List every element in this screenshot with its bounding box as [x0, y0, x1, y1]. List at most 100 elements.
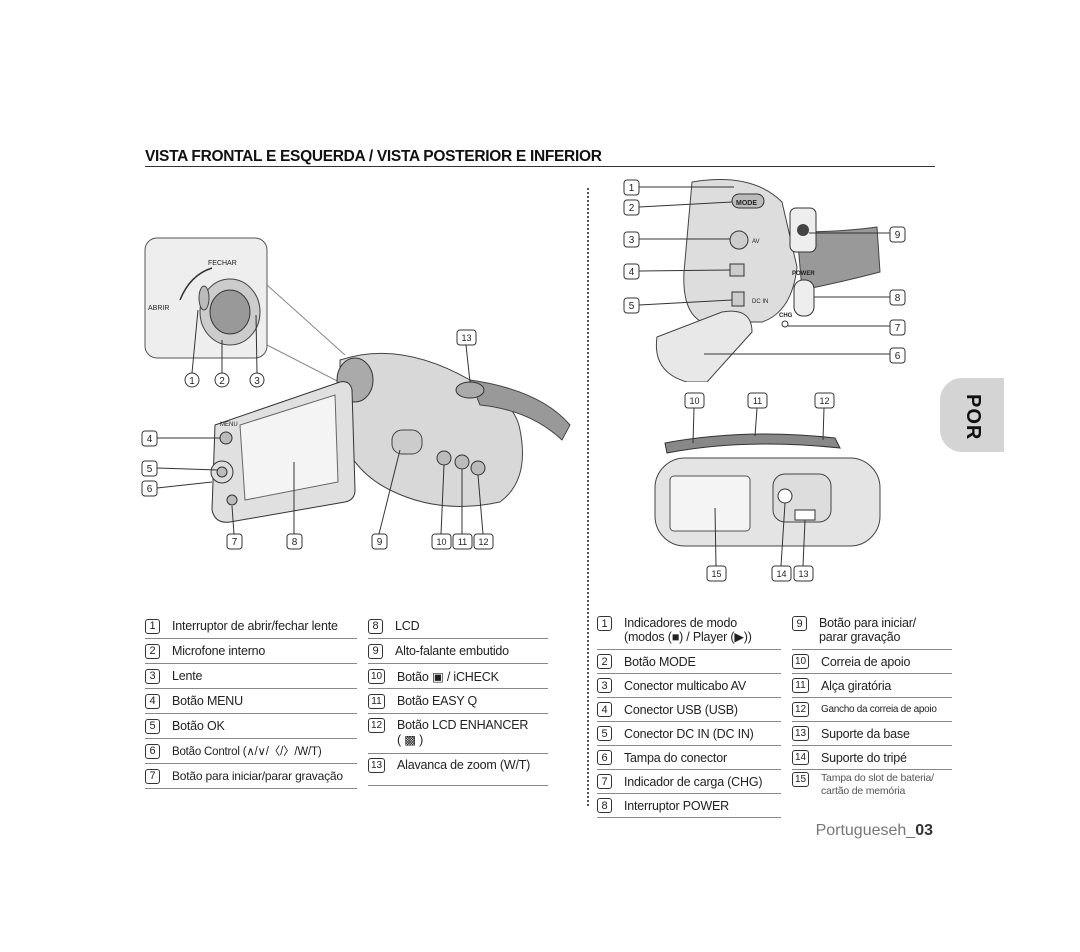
- table-row: 3 Lente: [145, 664, 357, 689]
- dc-in-label: DC IN: [752, 299, 768, 305]
- item-label-line2: parar gravação: [819, 630, 901, 644]
- svg-text:11: 11: [458, 537, 467, 547]
- item-label: Indicadores de modo(modos (■) / Player (…: [624, 616, 752, 644]
- item-label: Lente: [172, 669, 203, 683]
- item-number: 4: [597, 702, 612, 717]
- svg-text:1: 1: [189, 376, 195, 387]
- power-switch: [793, 279, 815, 317]
- svg-text:3: 3: [254, 376, 260, 387]
- svg-text:8: 8: [895, 293, 901, 304]
- item-label: Botão ▣ / iCHECK: [397, 669, 499, 684]
- item-label: Microfone interno: [172, 644, 266, 658]
- item-number: 14: [792, 750, 809, 765]
- item-label: Alto-falante embutido: [395, 644, 509, 658]
- item-number: 13: [792, 726, 809, 741]
- svg-text:6: 6: [147, 484, 153, 495]
- chg-led: [781, 320, 789, 328]
- mode-button: [731, 193, 765, 209]
- tripod-area: [772, 473, 832, 523]
- footer-text: Portugueseh_: [815, 822, 916, 839]
- base-support: [794, 509, 816, 521]
- lens-glass: [209, 289, 251, 335]
- easy-q-button: [454, 454, 470, 470]
- item-number: 11: [368, 693, 385, 709]
- svg-text:12: 12: [819, 396, 829, 406]
- av-label: AV: [752, 239, 760, 245]
- item-label-line1: Tampa do slot de bateria/: [821, 772, 934, 784]
- item-label: Correia de apoio: [821, 654, 911, 669]
- item-label: Alça giratória: [821, 678, 892, 693]
- svg-text:8: 8: [292, 537, 298, 548]
- lcd-screen: [239, 394, 339, 501]
- item-label: Tampa do conector: [624, 750, 727, 765]
- svg-text:1: 1: [629, 183, 635, 194]
- dc-in-port: [731, 291, 745, 307]
- speaker-grille: [391, 429, 423, 455]
- title-rule: [145, 166, 935, 167]
- item-label: Alavanca de zoom (W/T): [397, 758, 531, 772]
- table-row: 9 Alto-falante embutido: [368, 639, 548, 664]
- page-number: 03: [915, 822, 933, 839]
- item-number: 5: [145, 718, 160, 734]
- item-number: 7: [597, 774, 612, 789]
- av-jack: [729, 230, 749, 250]
- battery-cover: [669, 475, 751, 532]
- item-label: Botão LCD ENHANCER( ▩ ): [397, 718, 528, 747]
- svg-text:9: 9: [895, 230, 901, 241]
- item-number: 9: [368, 643, 383, 659]
- table-row: 3 Conector multicabo AV: [597, 674, 781, 698]
- item-label: Suporte da base: [821, 726, 910, 741]
- svg-text:10: 10: [436, 537, 446, 547]
- zoom-lever: [455, 381, 485, 399]
- rear-strap: [796, 226, 881, 291]
- item-label-line1: Botão para iniciar/: [819, 616, 916, 630]
- svg-text:7: 7: [895, 323, 901, 334]
- table-row: 11 Alça giratória: [792, 674, 952, 698]
- item-label: LCD: [395, 619, 420, 633]
- connector-cover: [655, 310, 753, 382]
- item-number: 1: [145, 618, 160, 634]
- table-row: 10 Botão ▣ / iCHECK: [368, 664, 548, 689]
- svg-text:6: 6: [895, 351, 901, 362]
- item-number: 8: [597, 798, 612, 813]
- close-label: FECHAR: [208, 260, 237, 267]
- lens-switch: [198, 285, 210, 311]
- chg-label: CHG: [779, 313, 793, 319]
- bottom-strap: [664, 433, 841, 454]
- item-label-line1: Botão LCD ENHANCER: [397, 718, 529, 732]
- item-number: 5: [597, 726, 612, 741]
- item-number: 10: [368, 668, 385, 684]
- rear-record-button: [797, 224, 809, 236]
- svg-text:13: 13: [461, 333, 471, 343]
- item-label-line2: cartão de memória: [821, 785, 906, 797]
- usb-port: [729, 263, 745, 277]
- svg-text:4: 4: [629, 267, 635, 278]
- item-number: 3: [597, 678, 612, 693]
- item-number: 13: [368, 758, 385, 773]
- item-number: 2: [597, 654, 612, 669]
- svg-text:12: 12: [478, 537, 488, 547]
- table-row: 11 Botão EASY Q: [368, 689, 548, 714]
- item-number: 3: [145, 668, 160, 684]
- item-label: Conector multicabo AV: [624, 678, 747, 693]
- item-number: 11: [792, 678, 809, 693]
- table-row: 13 Alavanca de zoom (W/T): [368, 754, 548, 786]
- item-label: Botão EASY Q: [397, 694, 478, 708]
- language-tab: POR: [940, 378, 1004, 452]
- lcd-enhancer-button: [470, 460, 486, 476]
